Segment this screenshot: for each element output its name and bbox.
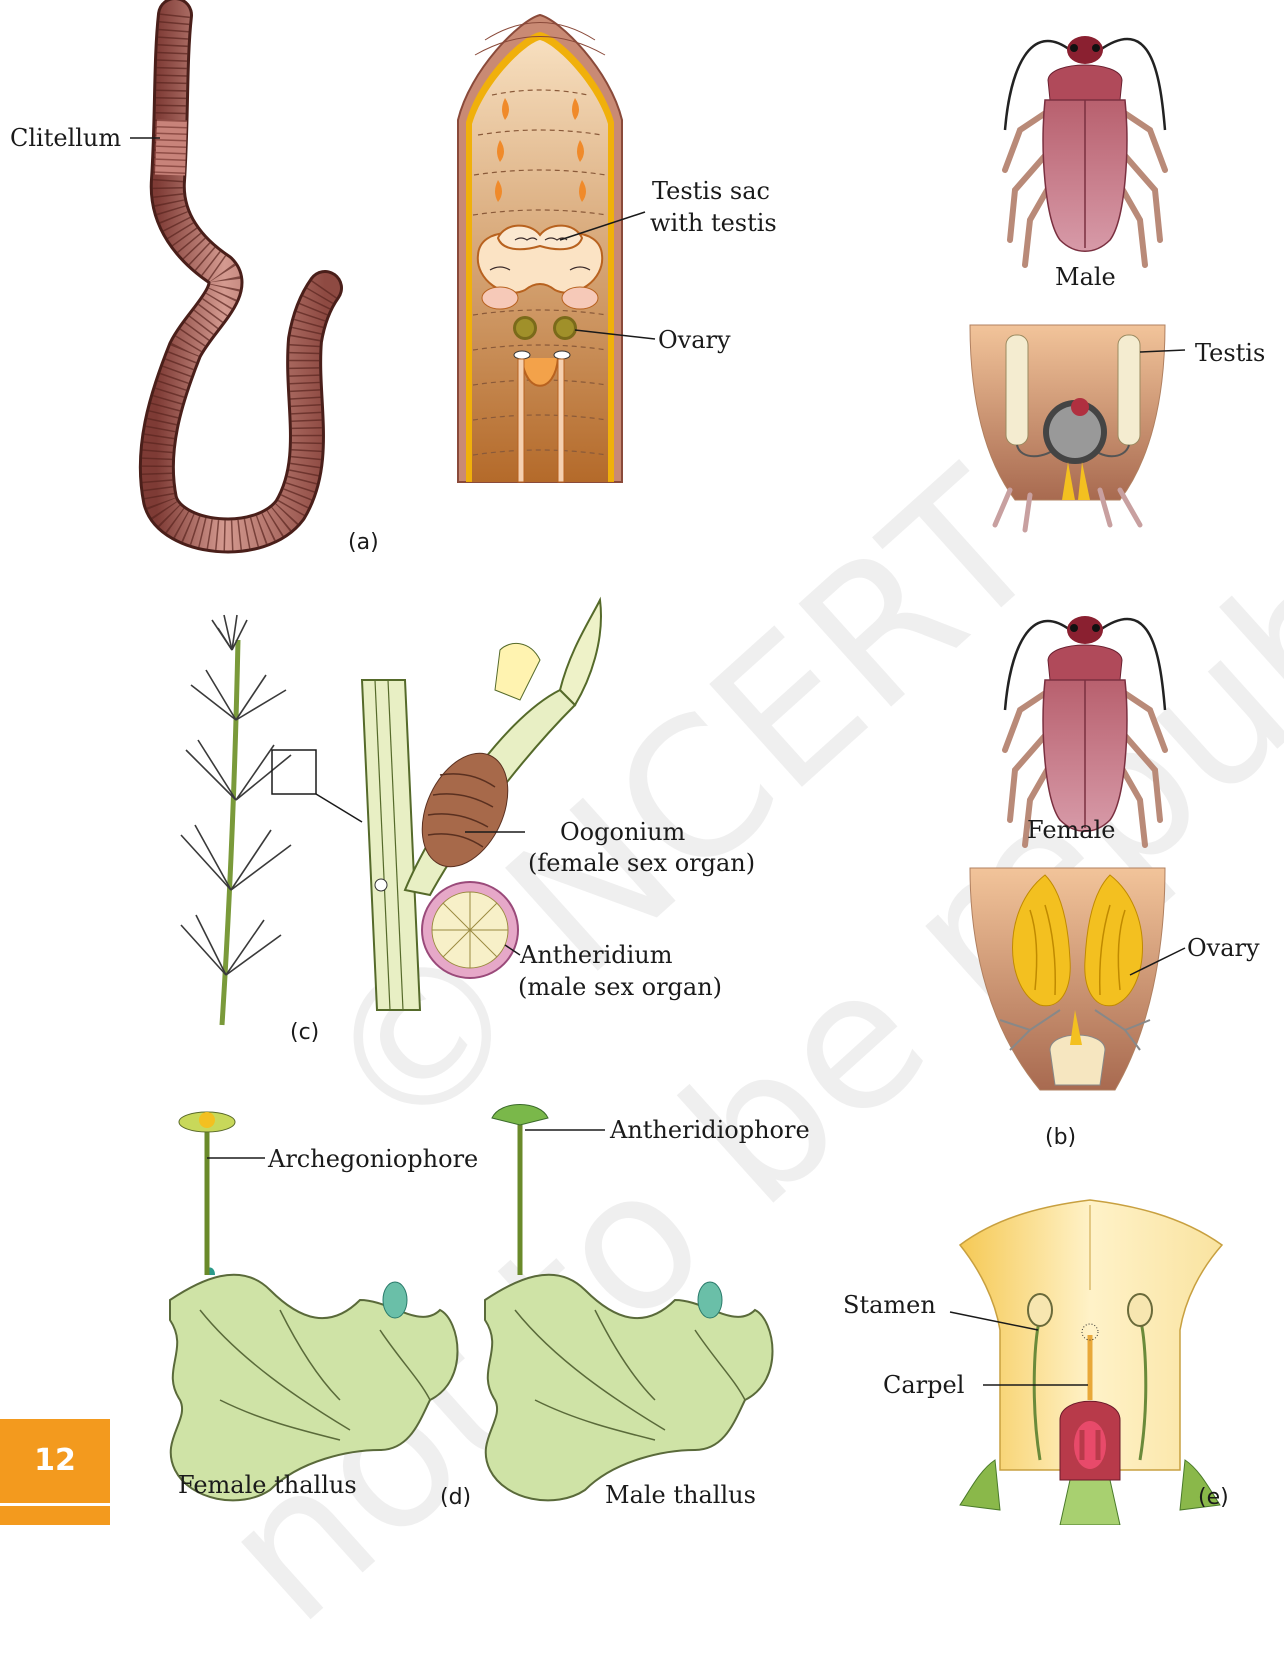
ovary-a-label: Ovary: [658, 325, 731, 355]
panel-d-label: (d): [440, 1485, 471, 1510]
stamen-label: Stamen: [843, 1290, 936, 1320]
page-footer-bar: [0, 1506, 110, 1525]
male-thallus-label: Male thallus: [605, 1480, 756, 1510]
panel-b-label: (b): [1045, 1125, 1076, 1150]
oogonium-label-line1: Oogonium: [560, 817, 685, 847]
female-label: Female: [1027, 815, 1116, 845]
carpel-label: Carpel: [883, 1370, 964, 1400]
ovary-b-label: Ovary: [1187, 933, 1260, 963]
earthworm-whole: [157, 15, 325, 535]
antheridium-label-line1: Antheridium: [520, 940, 673, 970]
flower-section: [960, 1200, 1222, 1525]
page-number: 12: [0, 1419, 110, 1503]
panel-a-label: (a): [348, 530, 379, 555]
testis-label: Testis: [1195, 338, 1265, 368]
archegoniophore-label: Archegoniophore: [268, 1144, 478, 1174]
female-thallus-label: Female thallus: [178, 1470, 357, 1500]
cockroach-female: [1005, 616, 1165, 845]
panel-e-label: (e): [1198, 1485, 1229, 1510]
zoom-box: [272, 750, 316, 794]
cockroach-male: [1005, 36, 1165, 265]
panel-c-label: (c): [290, 1020, 319, 1045]
illustration-canvas: [0, 0, 1284, 1525]
testis-sac-label-line2: with testis: [650, 208, 777, 238]
testis-sac-label-line1: Testis sac: [652, 176, 770, 206]
chara-plant: [181, 615, 291, 1025]
oogonium-label-line2: (female sex organ): [528, 848, 755, 878]
earthworm-section: [458, 15, 622, 482]
cockroach-male-abdomen: [970, 325, 1165, 530]
antheridiophore-label: Antheridiophore: [610, 1115, 810, 1145]
male-label: Male: [1055, 262, 1116, 292]
zoom-connector: [316, 794, 362, 822]
male-thallus-drawing: [485, 1105, 773, 1501]
cockroach-female-abdomen: [970, 868, 1165, 1090]
clitellum-label: Clitellum: [10, 123, 121, 153]
antheridium-label-line2: (male sex organ): [518, 972, 722, 1002]
